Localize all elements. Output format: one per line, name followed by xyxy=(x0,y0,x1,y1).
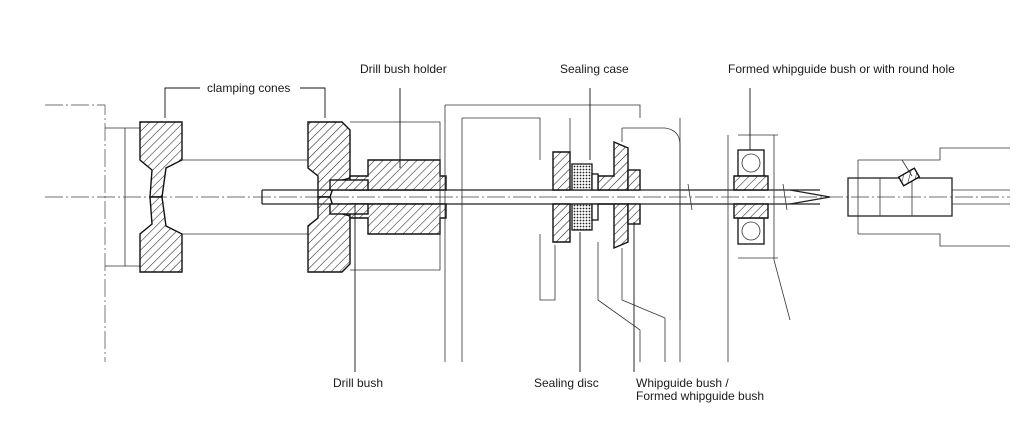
sealing-case-part xyxy=(552,140,641,250)
label-whipguide-line2: Formed whipguide bush xyxy=(636,389,765,403)
whipguide-carrier-outline xyxy=(597,118,791,362)
clamping-cone-left xyxy=(139,121,183,273)
tool-holder xyxy=(847,147,1010,247)
label-whipguide-line1: Whipguide bush / xyxy=(636,376,729,390)
label-sealing-case: Sealing case xyxy=(560,62,629,76)
formed-whipguide-bush-part xyxy=(733,149,769,245)
label-whipguide-bush: Whipguide bush / Formed whipguide bush xyxy=(636,377,764,403)
label-sealing-disc: Sealing disc xyxy=(534,376,599,390)
drill-bush-holder-part xyxy=(329,121,447,271)
label-drill-bush: Drill bush xyxy=(333,376,384,390)
label-drill-bush-holder: Drill bush holder xyxy=(360,62,447,76)
clamping-cones-leader xyxy=(164,87,326,118)
left-housing-outline xyxy=(45,104,140,362)
middle-housing-outline xyxy=(444,104,641,362)
label-formed-whipguide-bush: Formed whipguide bush or with round hole xyxy=(728,62,955,76)
label-clamping-cones: clamping cones xyxy=(207,81,291,95)
